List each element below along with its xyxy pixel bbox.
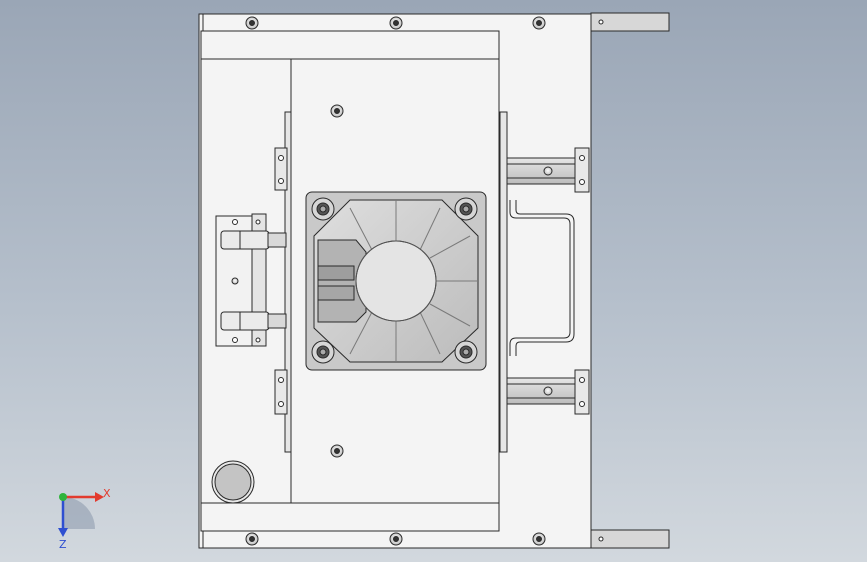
plate-screws	[245, 16, 546, 546]
y-axis-dot	[59, 493, 67, 501]
motor-bolt-top-left	[311, 197, 335, 221]
axis-triad: X Z	[58, 487, 111, 551]
motor-bolt-bottom-right	[454, 340, 478, 364]
cable-loop	[509, 200, 575, 356]
upper-linear-guide	[506, 147, 590, 193]
bottom-right-mounting-tab	[590, 529, 670, 549]
motor-bolt-top-right	[454, 197, 478, 221]
round-port	[211, 460, 255, 504]
left-lower-bracket	[274, 369, 288, 415]
left-cylinder-assembly	[215, 213, 287, 347]
lower-linear-guide	[506, 369, 590, 415]
top-cross-bar	[200, 30, 500, 60]
top-right-mounting-tab	[590, 12, 670, 32]
motor-flange	[305, 191, 487, 371]
bottom-cross-bar	[200, 502, 500, 532]
motor-bolt-bottom-left	[311, 340, 335, 364]
left-upper-bracket	[274, 147, 288, 191]
z-axis-label: Z	[59, 538, 67, 551]
x-axis-label: X	[103, 487, 111, 500]
